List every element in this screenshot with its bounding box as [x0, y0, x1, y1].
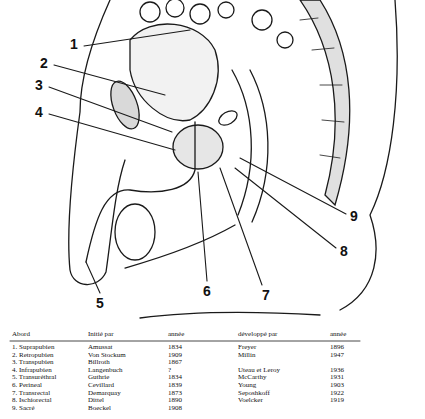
table-cell: 1903 [330, 381, 344, 389]
table-cell: 1922 [330, 389, 344, 397]
table-cell: Von Stockum [88, 351, 126, 359]
leader-line [86, 262, 100, 293]
callout-number: 3 [35, 77, 43, 93]
table-header: Initié par [88, 330, 113, 338]
callout-number: 9 [350, 208, 358, 224]
intestine-loop [140, 2, 160, 22]
table-header: Abord [12, 330, 30, 338]
table-cell: 3. Transpubien [12, 358, 54, 366]
sacral-segments [300, 18, 344, 158]
intestine-loop [166, 0, 184, 17]
leader-line [235, 168, 336, 248]
table-cell: 1867 [168, 358, 182, 366]
table-header: année [168, 330, 184, 338]
callout-number: 6 [203, 283, 211, 299]
leader-line [240, 158, 346, 214]
table-cell: 6. Perineal [12, 381, 42, 389]
callout-number: 5 [96, 295, 104, 311]
table-cell: Langenbuch [88, 366, 123, 374]
leader-line [220, 168, 262, 285]
table-cell: 1896 [330, 343, 344, 351]
table-cell: 1936 [330, 366, 344, 374]
table-header: année [330, 330, 346, 338]
table-cell: 2. Retropubien [12, 351, 54, 359]
table-cell: 5. Transuréthral [12, 373, 56, 381]
table-cell: Seposhkoff [238, 389, 270, 397]
table-cell: Demarquay [88, 389, 121, 397]
perineum [125, 225, 235, 268]
table-cell: 1839 [168, 381, 182, 389]
table-cell: 1919 [330, 396, 344, 404]
table-cell: Boeckel [88, 404, 111, 412]
intestine-loop [277, 32, 293, 48]
table-cell: 7. Transrectal [12, 389, 50, 397]
callout-number: 7 [262, 287, 270, 303]
table-cell: Young [238, 381, 256, 389]
table-cell: 4. Infrapubien [12, 366, 52, 374]
intestine-loop [218, 2, 234, 18]
callout-number: 8 [340, 243, 348, 259]
seminal-vesicle [216, 108, 239, 128]
table-cell: 1873 [168, 389, 182, 397]
table-cell: 1834 [168, 343, 182, 351]
table-cell: 1931 [330, 373, 344, 381]
table-header: développé par [238, 330, 277, 338]
table-cell: Guthrie [88, 373, 109, 381]
table-cell: 1834 [168, 373, 182, 381]
back-outline [340, 0, 397, 310]
table-cell: ? [168, 366, 171, 374]
table-cell: Amussat [88, 343, 113, 351]
table-cell: 8. Ischiorectal [12, 396, 52, 404]
testis [115, 204, 155, 260]
rectum-wall [250, 70, 268, 222]
table-cell: 1. Suprapubien [12, 343, 54, 351]
table-cell: McCarthy [238, 373, 266, 381]
table-cell: 1947 [330, 351, 344, 359]
table-cell: Freyer [238, 343, 256, 351]
callout-number: 1 [70, 36, 78, 52]
table-cell: Millin [238, 351, 256, 359]
table-cell: Billroth [88, 358, 110, 366]
rectum-wall [232, 70, 251, 215]
prostate [173, 125, 223, 169]
callout-number: 4 [35, 104, 43, 120]
table-cell: 1890 [168, 396, 182, 404]
table-rule [10, 341, 360, 342]
urethra [86, 122, 195, 262]
leader-line [84, 30, 190, 46]
table-cell: Voelcker [238, 396, 263, 404]
table-cell: 1909 [168, 351, 182, 359]
table-cell: 1908 [168, 404, 182, 412]
leader-line [49, 114, 175, 150]
table-cell: Uteau et Leroy [238, 366, 280, 374]
callout-number: 2 [40, 55, 48, 71]
leader-lines [49, 30, 346, 293]
intestine-loop [190, 4, 210, 24]
table-cell: 9. Sacré [12, 404, 35, 412]
intestine-loop [252, 10, 272, 30]
table-cell: Cevillard [88, 381, 114, 389]
leader-line [54, 65, 165, 95]
table-cell: Dittel [88, 396, 104, 404]
leader-line [49, 87, 172, 132]
thigh-outline [140, 312, 320, 318]
bladder [130, 24, 218, 121]
leader-line [198, 172, 207, 281]
sacrum [300, 0, 350, 205]
